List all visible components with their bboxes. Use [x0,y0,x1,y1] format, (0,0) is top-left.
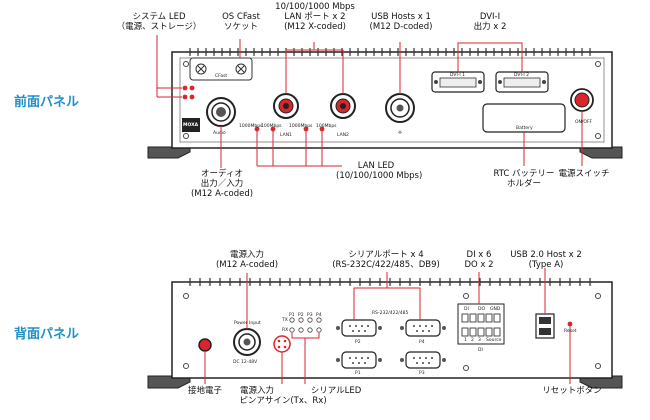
lan1-label: LAN1 [280,133,292,138]
front-panel-title: 前面パネル [14,95,80,110]
led-col-p4: P4 [316,313,322,318]
lan1-speed-b: 100Mbps [261,124,282,129]
led-col-p3: P3 [307,313,313,318]
dio-callout: DI x 6 DO x 2 [458,250,500,270]
usb2-line1: USB 2.0 Host x 2 [510,250,582,260]
led-row-rx: RX [282,328,289,333]
dvi2-label: DVI-I 2 [514,73,530,78]
dio-bottom-3: 3 [478,338,481,343]
usb2-line2: (Type A) [528,260,564,270]
dvi1-label: DVI-I 1 [450,73,466,78]
system-led-1 [182,85,188,91]
lan-led-line2: (10/100/1000 Mbps) [336,171,423,181]
db9-p1-label: P1 [355,371,361,376]
audio-line1: オーディオ [201,169,243,179]
dvi-callout: DVI-I 出力 x 2 [462,12,518,32]
dio-label-di: DI [464,307,469,312]
lan-ports-line3: (M12 X-coded) [284,22,346,32]
lan2-label: LAN2 [337,133,349,138]
dvi-line1: DVI-I [479,12,501,22]
front-callout-lines [156,35,583,168]
db9-p2-label: P2 [355,340,361,345]
power-pinout-line2: ピンアサイン(Tx、Rx) [239,396,327,406]
usb-hosts-callout: USB Hosts x 1 (M12 D-coded) [366,12,436,32]
db9-p4-label: P4 [419,340,425,345]
rtc-line2: ホルダー [506,179,541,189]
system-led-line2: （電源、ストレージ） [116,22,202,32]
dio-line1: DI x 6 [466,250,492,260]
reset-callout: リセットボタン [542,386,602,396]
dio-bottom-2: 2 [471,338,474,343]
lan1-led-1000 [254,126,260,132]
rear-callout-lines [204,268,571,384]
di-label: DI [478,348,483,353]
lan-led-line1: LAN LED [357,161,395,171]
reset-label: Reset [564,329,577,334]
lan-ports-line1: 10/100/1000 Mbps [275,2,355,12]
system-led-3 [182,94,188,100]
front-panel: ⟡ [147,48,623,159]
led-col-p2: P2 [298,313,304,318]
cfast-callout: OS CFast ソケット [212,12,270,32]
ground-callout: 接地電子 [187,386,222,396]
dc-label: DC 12-48V [233,360,258,365]
rtc-line1: RTC バッテリー [493,169,555,179]
usb2-callout: USB 2.0 Host x 2 (Type A) [508,250,584,270]
serial-header-label: RS-232/422/485 [372,311,409,316]
rear-panel-title: 背面パネル [14,327,80,342]
dio-label-do: DO [478,307,486,312]
power-input-line1: 電源入力 [229,250,264,260]
onoff-label: ON/OFF [575,120,593,125]
power-input-label: Power Input [234,321,261,326]
lan1-led-100 [270,126,276,132]
power-pinout-line1: 電源入力 [239,386,274,396]
system-led-line1: システム LED [132,12,186,22]
lan-ports-callout: 10/100/1000 Mbps LAN ポート x 2 (M12 X-code… [274,2,356,32]
cfast-line1: OS CFast [222,12,260,22]
lan2-speed-a: 1000Mbps [289,124,313,129]
db9-p3-label: P3 [419,371,425,376]
audio-line2: 出力／入力 [200,179,244,189]
lan-ports-line2: LAN ポート x 2 [284,12,346,22]
usb-hosts-line2: (M12 D-coded) [369,22,433,32]
led-col-p1: P1 [289,313,295,318]
power-pinout-callout: 電源入力 ピンアサイン(Tx、Rx) [228,386,338,406]
moxa-logo: MOXA [183,123,199,128]
audio-label: Audio [213,131,226,136]
lan-led-callout: LAN LED (10/100/1000 Mbps) [336,161,423,181]
serial-led-callout: シリアルLED [310,386,362,396]
dvi-line2: 出力 x 2 [473,22,507,32]
audio-callout: オーディオ 出力／入力 (M12 A-coded) [184,169,260,199]
usb-hosts-line1: USB Hosts x 1 [371,12,431,22]
system-led-callout: システム LED （電源、ストレージ） [104,12,214,32]
system-led-4 [189,94,195,100]
dio-line2: DO x 2 [464,260,494,270]
rear-panel [147,278,623,389]
power-input-line2: (M12 A-coded) [215,260,279,270]
rtc-callout: RTC バッテリー ホルダー [492,169,556,189]
serial-ports-callout: シリアルポート x 4 (RS-232C/422/485、DB9) [330,250,442,270]
svg-text:⟡: ⟡ [398,129,402,136]
power-input-callout: 電源入力 (M12 A-coded) [208,250,286,270]
dio-bottom-1: 1 [464,338,467,343]
serial-ports-line1: シリアルポート x 4 [348,250,424,260]
cfast-line2: ソケット [223,22,258,32]
led-row-tx: TX [282,318,288,323]
lan2-led-1000 [303,126,309,132]
audio-line3: (M12 A-coded) [190,189,254,199]
lan2-speed-b: 100Mbps [316,124,337,129]
dio-label-gnd: GND [490,307,501,312]
power-switch-callout: 電源スイッチ [558,169,610,179]
dio-bottom-source: Source [486,338,502,343]
serial-ports-line2: (RS-232C/422/485、DB9) [332,260,440,270]
battery-label: Battery [516,126,533,131]
cfast-label: CFast [215,74,228,79]
lan1-speed-a: 1000Mbps [239,124,263,129]
system-led-2 [189,85,195,91]
lan2-led-100 [319,126,325,132]
